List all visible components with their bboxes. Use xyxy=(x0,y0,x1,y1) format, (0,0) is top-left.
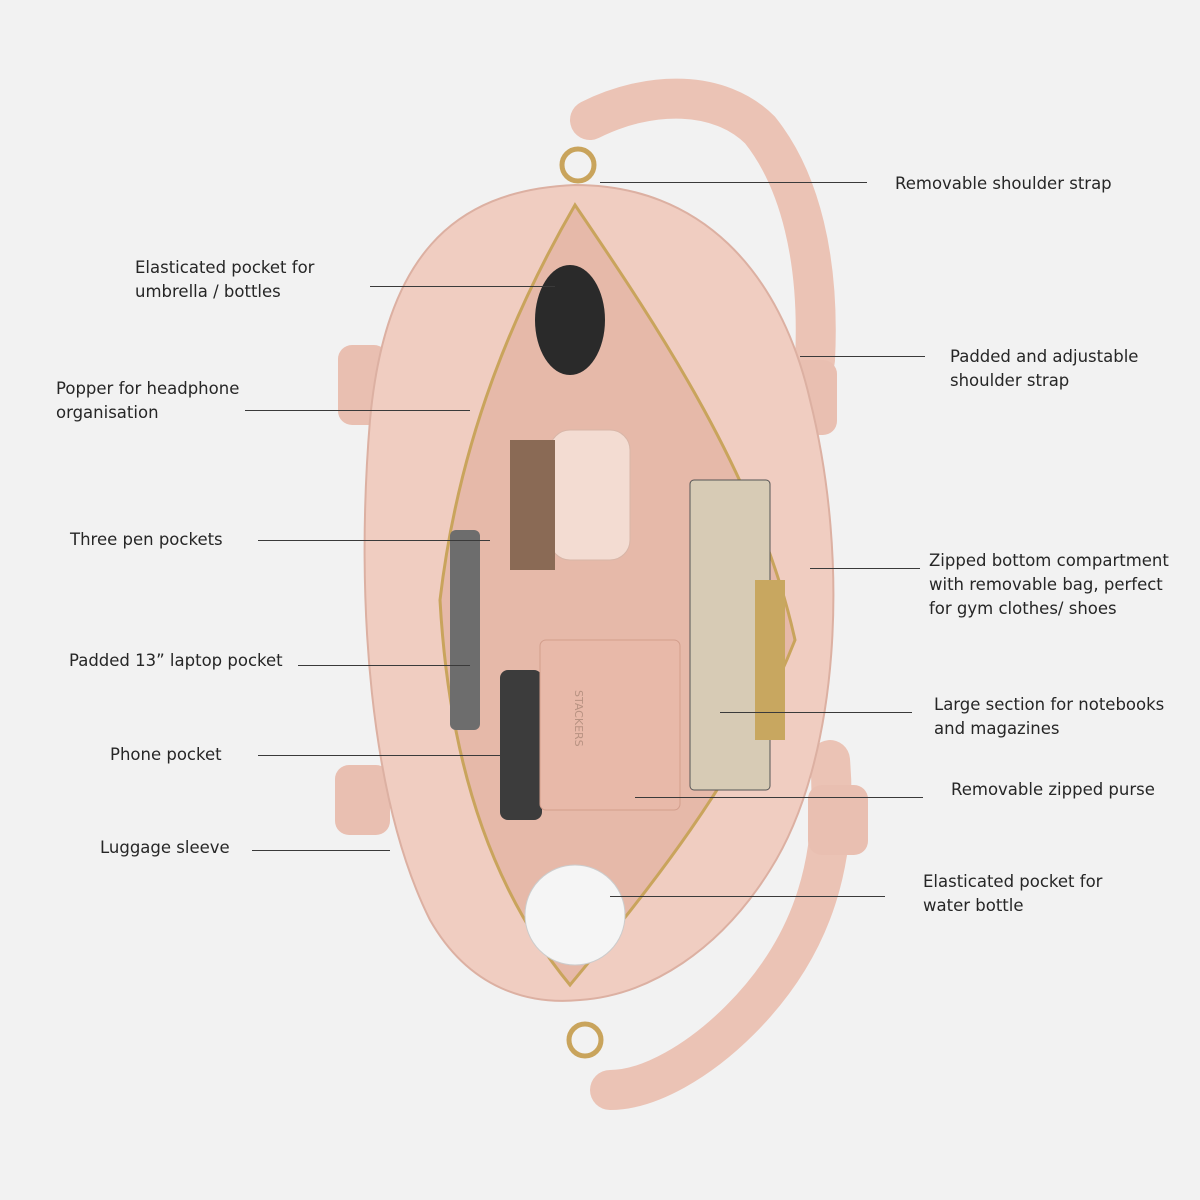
label-line: Padded 13” laptop pocket xyxy=(69,651,283,670)
label-line: Large section for notebooks xyxy=(934,695,1165,714)
label-luggage-sleeve: Luggage sleeve xyxy=(100,836,230,860)
leader-line xyxy=(258,540,490,541)
label-bottom-compartment: Zipped bottom compartment with removable … xyxy=(929,549,1169,621)
label-zipped-purse: Removable zipped purse xyxy=(951,778,1155,802)
laptop xyxy=(450,530,480,730)
label-notebook-section: Large section for notebooks and magazines xyxy=(934,693,1164,741)
label-line: Popper for headphone xyxy=(56,379,240,398)
label-removable-strap: Removable shoulder strap xyxy=(895,172,1112,196)
handle-left-bottom xyxy=(335,765,390,835)
leader-line xyxy=(370,286,555,287)
label-padded-strap: Padded and adjustable shoulder strap xyxy=(950,345,1138,393)
label-line: umbrella / bottles xyxy=(135,282,281,301)
leader-line xyxy=(810,568,920,569)
leader-line xyxy=(720,712,912,713)
label-phone-pocket: Phone pocket xyxy=(110,743,222,767)
clip-bottom xyxy=(566,1021,604,1059)
leader-line xyxy=(610,896,885,897)
leader-line xyxy=(635,797,923,798)
label-headphone-popper: Popper for headphone organisation xyxy=(56,377,239,425)
label-line: Luggage sleeve xyxy=(100,838,230,857)
label-line: Three pen pockets xyxy=(70,530,223,549)
leader-line xyxy=(600,182,867,183)
label-line: Removable shoulder strap xyxy=(895,174,1112,193)
phone xyxy=(500,670,542,820)
gold-notebook xyxy=(755,580,785,740)
clip-top xyxy=(559,146,597,184)
zipped-purse xyxy=(539,639,681,811)
label-pen-pockets: Three pen pockets xyxy=(70,528,223,552)
label-line: Zipped bottom compartment xyxy=(929,551,1169,570)
shoulder-strap xyxy=(570,78,836,380)
handle-right-bottom xyxy=(808,785,868,855)
label-line: for gym clothes/ shoes xyxy=(929,599,1117,618)
leader-line xyxy=(245,410,470,411)
label-line: Padded and adjustable xyxy=(950,347,1139,366)
bottle-pocket-upper xyxy=(510,440,555,570)
label-line: Phone pocket xyxy=(110,745,222,764)
leader-line xyxy=(298,665,470,666)
label-line: with removable bag, perfect xyxy=(929,575,1163,594)
brand-imprint: STACKERS xyxy=(572,690,585,747)
water-bottle xyxy=(524,864,626,966)
headphones xyxy=(549,429,631,561)
leader-line xyxy=(800,356,925,357)
leader-line xyxy=(252,850,390,851)
label-line: shoulder strap xyxy=(950,371,1070,390)
label-umbrella-pocket: Elasticated pocket for umbrella / bottles xyxy=(135,256,314,304)
label-line: organisation xyxy=(56,403,159,422)
umbrella xyxy=(535,265,605,375)
label-water-bottle-pocket: Elasticated pocket for water bottle xyxy=(923,870,1102,918)
label-line: and magazines xyxy=(934,719,1060,738)
label-line: Elasticated pocket for xyxy=(923,872,1103,891)
label-line: Removable zipped purse xyxy=(951,780,1155,799)
label-line: Elasticated pocket for xyxy=(135,258,315,277)
leader-line xyxy=(258,755,500,756)
label-laptop-pocket: Padded 13” laptop pocket xyxy=(69,649,283,673)
label-line: water bottle xyxy=(923,896,1024,915)
